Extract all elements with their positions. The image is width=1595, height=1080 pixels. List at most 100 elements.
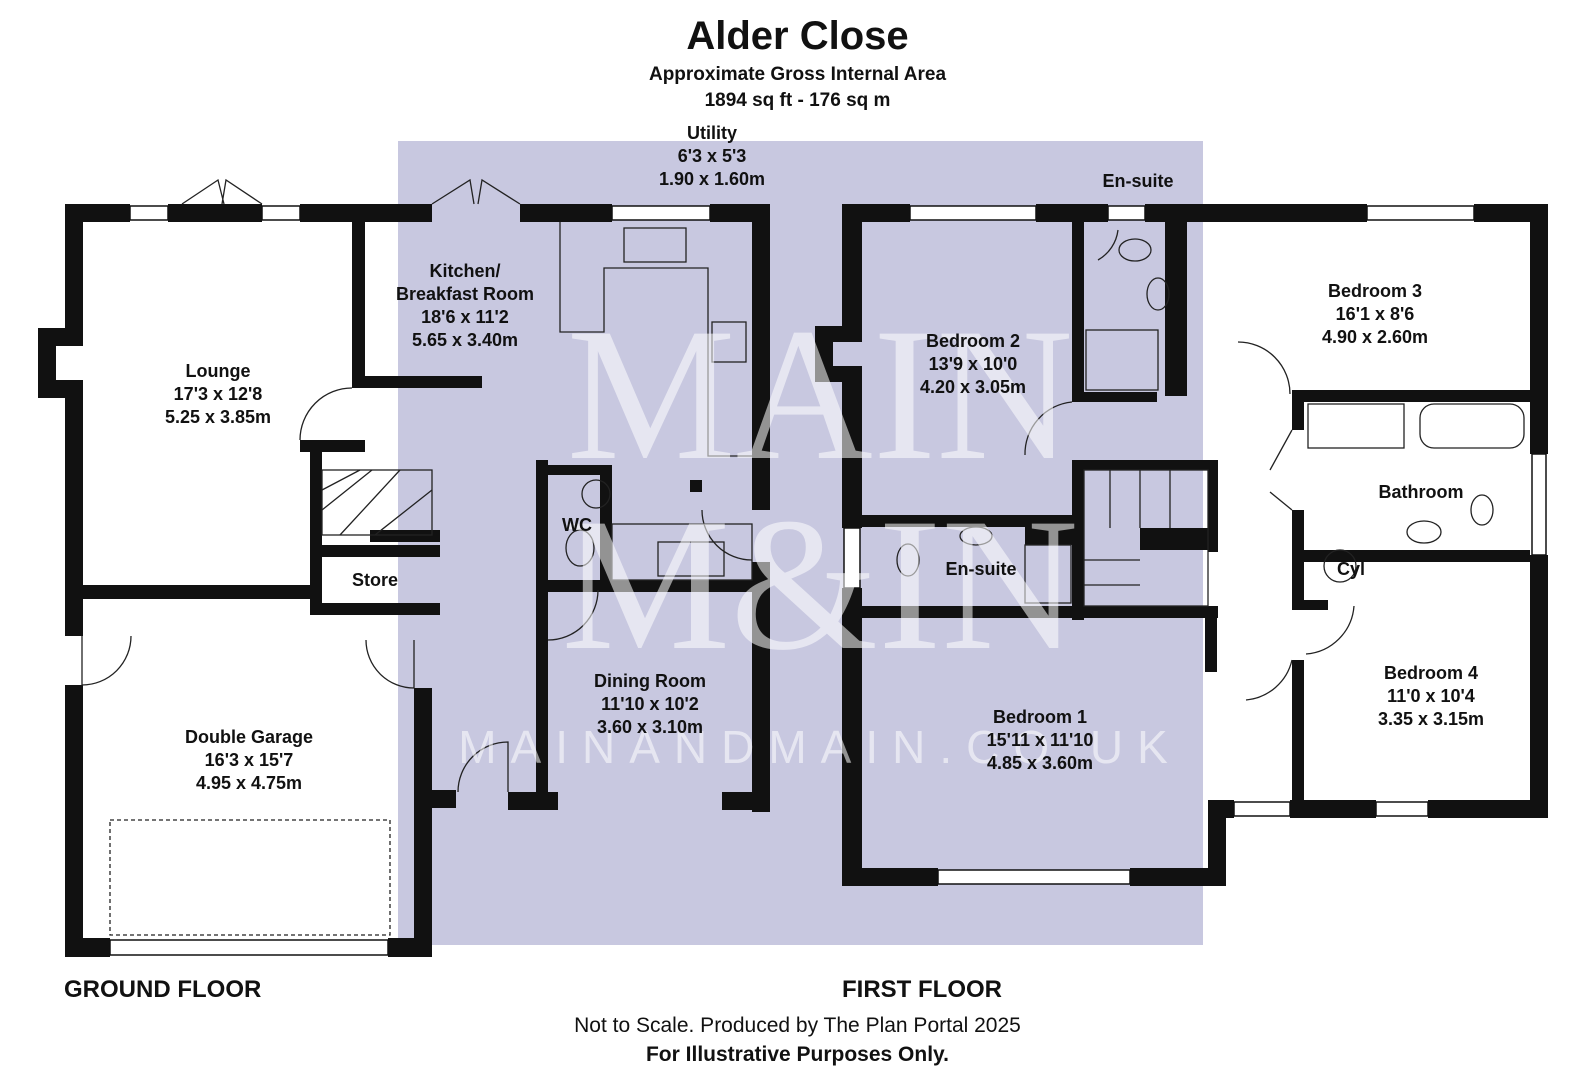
- wall: [370, 530, 440, 542]
- wall: [536, 465, 612, 475]
- window: [129, 205, 169, 221]
- window: [611, 205, 711, 221]
- wall: [1292, 390, 1304, 430]
- wall: [1290, 800, 1376, 818]
- room-name: Breakfast Room: [395, 284, 535, 304]
- toilet: [896, 543, 920, 577]
- sink: [657, 541, 725, 577]
- plan-subtitle: Approximate Gross Internal Area: [648, 64, 947, 85]
- wall: [752, 562, 770, 812]
- french-doors: [181, 178, 263, 205]
- watermark-url: MAINANDMAIN.CO.UK: [458, 721, 1182, 773]
- garage-door-outline: [109, 819, 391, 936]
- wall: [300, 204, 432, 222]
- door-swing: [1269, 429, 1293, 511]
- wall: [1130, 868, 1226, 886]
- floor-label-ground: GROUND FLOOR: [64, 976, 262, 1003]
- shower-tray: [1307, 403, 1405, 449]
- window: [843, 527, 861, 589]
- room-dimensions-metric: 4.85 x 3.60m: [986, 753, 1094, 773]
- room-label-store: Store: [352, 569, 398, 592]
- wall: [1292, 550, 1378, 562]
- toilet: [1470, 494, 1494, 526]
- window: [1375, 801, 1429, 817]
- room-label-bedroom2: Bedroom 2 13'9 x 10'0 4.20 x 3.05m: [920, 330, 1026, 399]
- window: [109, 939, 389, 956]
- footer-illustrative: For Illustrative Purposes Only.: [645, 1043, 950, 1066]
- basin: [959, 526, 993, 546]
- wall: [1474, 204, 1548, 222]
- room-name: En-suite: [945, 559, 1017, 579]
- wall: [536, 580, 548, 800]
- stairs: [1083, 469, 1209, 607]
- kitchen-counter: [559, 222, 752, 457]
- cylinder: [1323, 549, 1357, 583]
- wall: [1072, 218, 1084, 400]
- wall: [352, 218, 365, 380]
- wall: [1292, 600, 1328, 610]
- wall: [1036, 204, 1108, 222]
- room-name: WC: [562, 515, 592, 535]
- bath: [1419, 403, 1525, 449]
- wall: [520, 204, 612, 222]
- room-name: Dining Room: [594, 671, 706, 691]
- toilet: [565, 529, 595, 567]
- wall: [842, 366, 862, 528]
- room-label-kitchen: Kitchen/ Breakfast Room 18'6 x 11'2 5.65…: [396, 260, 534, 352]
- plan-title: Alder Close: [686, 14, 909, 58]
- basin: [1406, 520, 1442, 544]
- window: [1366, 205, 1475, 221]
- room-dimensions-imperial: 17'3 x 12'8: [173, 384, 263, 404]
- wall: [1025, 515, 1075, 545]
- room-dimensions-metric: 4.20 x 3.05m: [919, 377, 1027, 397]
- wall: [1530, 555, 1548, 818]
- window: [1531, 453, 1547, 556]
- wall: [1205, 606, 1217, 672]
- wall: [1072, 460, 1084, 620]
- room-label-utility: Utility 6'3 x 5'3 1.90 x 1.60m: [659, 122, 765, 191]
- room-name: Bedroom 4: [1383, 663, 1479, 683]
- room-label-bedroom1: Bedroom 1 15'11 x 11'10 4.85 x 3.60m: [987, 706, 1094, 775]
- door-swing: [1245, 659, 1293, 701]
- wall: [82, 585, 310, 599]
- french-doors: [431, 178, 521, 205]
- wall: [65, 380, 83, 636]
- shower-tray: [1024, 544, 1072, 604]
- window: [937, 869, 1131, 885]
- hob: [711, 321, 747, 363]
- room-label-wc: WC: [562, 514, 592, 537]
- stair-treads: [321, 469, 433, 536]
- wall: [1292, 390, 1530, 402]
- door-swing: [1305, 605, 1355, 655]
- room-label-cyl: Cyl: [1337, 558, 1365, 581]
- watermark-logo: M&IN: [561, 480, 1079, 690]
- room-dimensions-imperial: 11'10 x 10'2: [601, 694, 699, 714]
- shower-tray: [1085, 329, 1159, 391]
- wall: [65, 204, 83, 328]
- room-name: Store: [351, 570, 399, 590]
- room-dimensions-metric: 5.25 x 3.85m: [164, 407, 272, 427]
- room-label-ensuite-mid: En-suite: [945, 558, 1016, 581]
- room-label-lounge: Lounge 17'3 x 12'8 5.25 x 3.85m: [165, 360, 271, 429]
- room-dimensions-imperial: 16'3 x 15'7: [204, 750, 294, 770]
- door-swing: [547, 589, 599, 641]
- room-name: Bedroom 3: [1327, 281, 1423, 301]
- wall: [168, 204, 262, 222]
- wall: [536, 460, 548, 590]
- wall: [1165, 218, 1187, 396]
- room-dimensions-imperial: 18'6 x 11'2: [421, 307, 509, 327]
- utility-counter: [611, 523, 753, 581]
- room-name: Cyl: [1336, 559, 1366, 579]
- wall: [508, 792, 558, 810]
- wall: [65, 938, 110, 957]
- room-dimensions-imperial: 15'11 x 11'10: [986, 730, 1094, 750]
- wall: [65, 685, 83, 957]
- room-label-bedroom4: Bedroom 4 11'0 x 10'4 3.35 x 3.15m: [1378, 662, 1484, 731]
- wall: [310, 545, 440, 557]
- plan-area: 1894 sq ft - 176 sq m: [704, 90, 891, 111]
- basin: [1146, 277, 1170, 311]
- wall: [972, 606, 1218, 618]
- wall: [310, 452, 322, 607]
- door-swing: [299, 387, 353, 441]
